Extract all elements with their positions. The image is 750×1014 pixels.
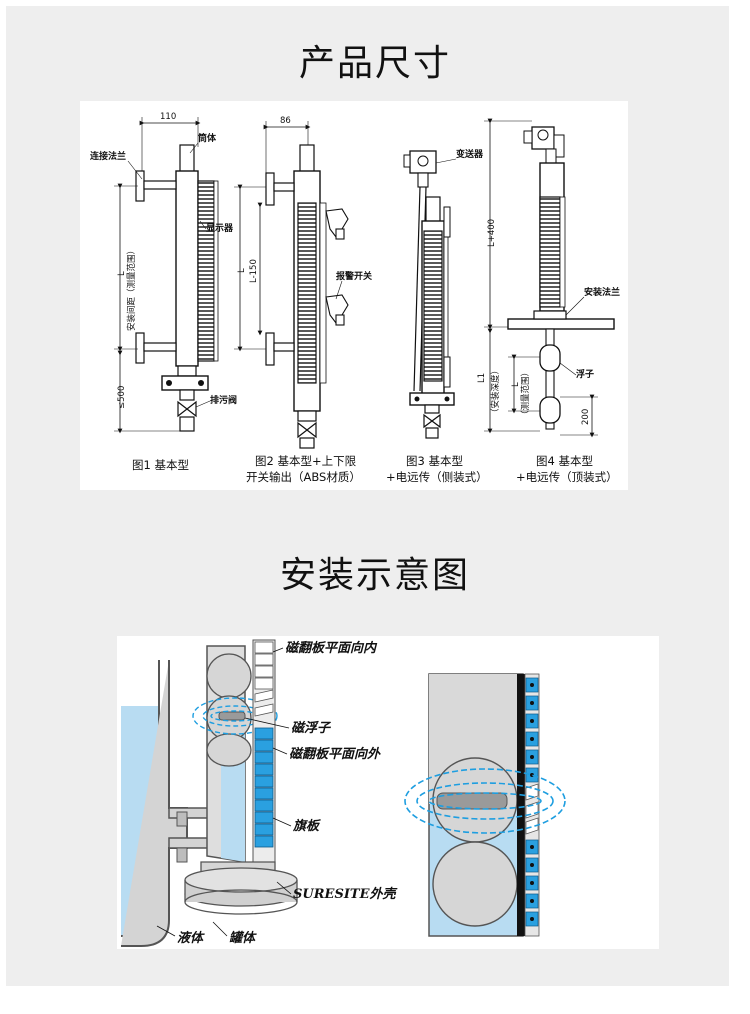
label-display: 显示器	[206, 223, 234, 234]
label-float: 浮子	[576, 368, 594, 380]
label-tube: 筒体	[198, 132, 217, 144]
label-mount-flange: 安装法兰	[584, 286, 620, 298]
installation-diagram-panel: 磁翻板平面向内 磁浮子 磁翻板平面向外 旗板 SURESITE外壳 液体 罐体	[117, 636, 659, 949]
section-title-installation: 安装示意图	[279, 555, 470, 596]
dim-L-fig4: L	[511, 382, 521, 387]
label-liquid: 液体	[177, 930, 205, 946]
figure-2-switch: 86 L L-150 报警开关 图2 基本型+上下限 开关输出（ABS材质）	[234, 116, 372, 484]
dim-L-fig1: L	[117, 271, 127, 276]
dim-install-depth: （安装深度）	[490, 366, 501, 417]
dim-L1: L1	[477, 373, 487, 383]
figure-3-caption-1: 图3 基本型	[406, 454, 463, 468]
installation-diagrams: 磁翻板平面向内 磁浮子 磁翻板平面向外 旗板 SURESITE外壳 液体 罐体	[121, 639, 566, 947]
label-magnetic-float: 磁浮子	[291, 720, 332, 736]
label-drain-valve: 排污阀	[210, 394, 237, 406]
figure-1-basic: 110 L 安装间距（测量范围） ≤500 连接法兰 筒体 显示器	[90, 112, 237, 472]
label-connect-flange: 连接法兰	[90, 150, 126, 162]
float-flap-detail	[404, 673, 566, 937]
dim-L-plus-400: L+400	[487, 219, 497, 247]
section-title-dimensions: 产品尺寸	[298, 43, 451, 84]
dim-L-150: L-150	[249, 259, 259, 283]
dim-86: 86	[280, 116, 291, 126]
figure-2-caption-1: 图2 基本型+上下限	[255, 454, 357, 468]
label-flap-out: 磁翻板平面向外	[289, 746, 381, 762]
figure-3-caption-2: +电远传（侧装式）	[386, 470, 488, 484]
label-flag: 旗板	[292, 818, 321, 834]
label-tank: 罐体	[229, 930, 257, 946]
figure-1-caption: 图1 基本型	[132, 458, 189, 472]
dim-L-fig2: L	[237, 268, 247, 273]
dimension-drawings: 110 L 安装间距（测量范围） ≤500 连接法兰 筒体 显示器	[90, 112, 620, 484]
dimension-drawing-panel: 110 L 安装间距（测量范围） ≤500 连接法兰 筒体 显示器	[80, 101, 628, 490]
label-transmitter: 变送器	[456, 148, 484, 160]
figure-4-caption-2: +电远传（顶装式）	[516, 470, 618, 484]
figure-2-caption-2: 开关输出（ABS材质）	[246, 470, 361, 484]
label-housing: SURESITE外壳	[293, 886, 397, 902]
figure-4-top-remote: L+400 L1 （安装深度） L （测量范围） 200 安装法兰 浮子 图4 …	[477, 118, 620, 484]
label-flap-in: 磁翻板平面向内	[285, 640, 378, 656]
dim-110: 110	[160, 112, 176, 122]
dim-le-500: ≤500	[117, 386, 127, 409]
dim-measure-range: （测量范围）	[520, 368, 531, 419]
dim-200: 200	[581, 409, 591, 425]
label-alarm-switch: 报警开关	[336, 270, 372, 282]
tank-cutaway: 磁翻板平面向内 磁浮子 磁翻板平面向外 旗板 SURESITE外壳 液体 罐体	[121, 639, 397, 947]
dim-install-spacing: 安装间距（测量范围）	[126, 246, 137, 331]
figure-3-side-remote: 变送器 图3 基本型 +电远传（侧装式）	[386, 148, 488, 484]
figure-4-caption-1: 图4 基本型	[536, 454, 593, 468]
